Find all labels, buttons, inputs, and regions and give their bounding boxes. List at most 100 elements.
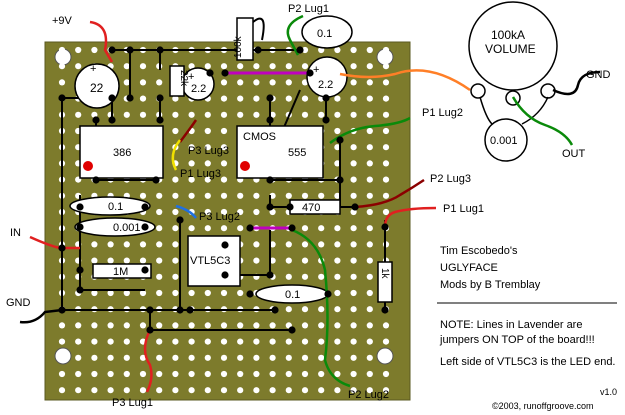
- board-hole: [156, 79, 163, 86]
- board-hole: [107, 289, 114, 297]
- opto-label: VTL5C3: [190, 255, 230, 267]
- svg-text:+: +: [313, 64, 319, 76]
- board-hole: [107, 370, 114, 378]
- board-hole: [204, 111, 211, 118]
- credit-mods: Mods by B Tremblay: [440, 279, 541, 291]
- board-hole: [58, 370, 66, 378]
- board-hole: [75, 338, 82, 345]
- board-hole: [285, 192, 292, 199]
- connection-nodes: [58, 46, 389, 334]
- solder-node: [286, 203, 294, 211]
- board-hole: [220, 160, 228, 167]
- board-hole: [75, 63, 82, 70]
- board-hole: [253, 370, 260, 378]
- board-hole: [172, 338, 179, 345]
- board-hole: [350, 160, 357, 167]
- board-hole: [366, 257, 373, 264]
- board-hole: [188, 354, 195, 361]
- board-hole: [366, 338, 373, 345]
- res-100k: 100k: [233, 17, 265, 61]
- board-hole: [237, 192, 244, 199]
- board-hole: [204, 289, 211, 297]
- board-hole: [220, 176, 228, 183]
- board-hole: [301, 322, 309, 329]
- board-hole: [366, 289, 373, 297]
- board-hole: [382, 354, 390, 361]
- board-hole: [123, 79, 130, 86]
- wire-plus9v: [89, 20, 114, 63]
- board-hole: [91, 46, 98, 54]
- board-hole: [253, 63, 260, 70]
- board-hole: [156, 387, 163, 394]
- board-hole: [220, 79, 228, 86]
- board-hole: [107, 338, 114, 345]
- svg-text:100k: 100k: [233, 35, 244, 58]
- board-hole: [123, 387, 130, 394]
- solder-node: [141, 203, 149, 211]
- board-hole: [75, 111, 82, 118]
- board-hole: [220, 338, 228, 345]
- board-hole: [318, 306, 325, 313]
- board-hole: [382, 95, 390, 102]
- board-hole: [172, 225, 179, 232]
- board-hole: [318, 370, 325, 378]
- label-out: OUT: [562, 148, 586, 160]
- board-hole: [285, 338, 292, 345]
- board-hole: [350, 338, 357, 345]
- solder-node: [381, 306, 389, 314]
- board-hole: [382, 192, 390, 199]
- board-hole: [301, 387, 309, 394]
- board-hole: [350, 354, 357, 361]
- board-hole: [382, 127, 390, 135]
- board-hole: [204, 144, 211, 151]
- board-hole: [107, 241, 114, 248]
- board-hole: [139, 257, 147, 264]
- wire-labels: +9V P2 Lug1 GND P1 Lug2 OUT P3 Lug3 P1 L…: [6, 3, 611, 409]
- board-hole: [237, 95, 244, 102]
- solder-node: [156, 116, 164, 124]
- board-hole: [188, 387, 195, 394]
- board-hole: [366, 208, 373, 216]
- board-hole: [366, 63, 373, 70]
- board-hole: [301, 257, 309, 264]
- solder-node: [92, 116, 100, 124]
- board-hole: [123, 257, 130, 264]
- board-hole: [75, 354, 82, 361]
- solder-node: [141, 266, 149, 274]
- board-hole: [366, 144, 373, 151]
- board-hole: [253, 338, 260, 345]
- board-hole: [269, 111, 276, 118]
- credit-project: UGLYFACE: [440, 262, 498, 274]
- board-hole: [382, 338, 390, 345]
- solder-node: [246, 224, 254, 232]
- board-hole: [366, 225, 373, 232]
- board-hole: [253, 354, 260, 361]
- ic-555-top-label: CMOS: [243, 131, 276, 143]
- pin1-marker: [240, 161, 250, 171]
- board-hole: [91, 289, 98, 297]
- label-p2-lug3: P2 Lug3: [430, 173, 471, 185]
- board-hole: [334, 95, 341, 102]
- board-hole: [366, 192, 373, 199]
- board-hole: [204, 127, 211, 135]
- board-hole: [334, 289, 341, 297]
- label-p2-lug1: P2 Lug1: [288, 3, 329, 15]
- solder-node: [76, 286, 84, 294]
- board-hole: [220, 289, 228, 297]
- res-470: 470: [289, 199, 341, 215]
- board-hole: [139, 79, 147, 86]
- board-hole: [237, 208, 244, 216]
- board-hole: [188, 289, 195, 297]
- board-hole: [334, 241, 341, 248]
- board-hole: [123, 63, 130, 70]
- board-hole: [285, 63, 292, 70]
- wire-p3-lug1: [143, 329, 153, 393]
- board-hole: [334, 370, 341, 378]
- board-hole: [156, 338, 163, 345]
- solder-node: [108, 116, 116, 124]
- solder-node: [221, 241, 229, 249]
- board-hole: [237, 111, 244, 118]
- label-p1-lug3: P1 Lug3: [180, 168, 221, 180]
- solder-node: [322, 116, 330, 124]
